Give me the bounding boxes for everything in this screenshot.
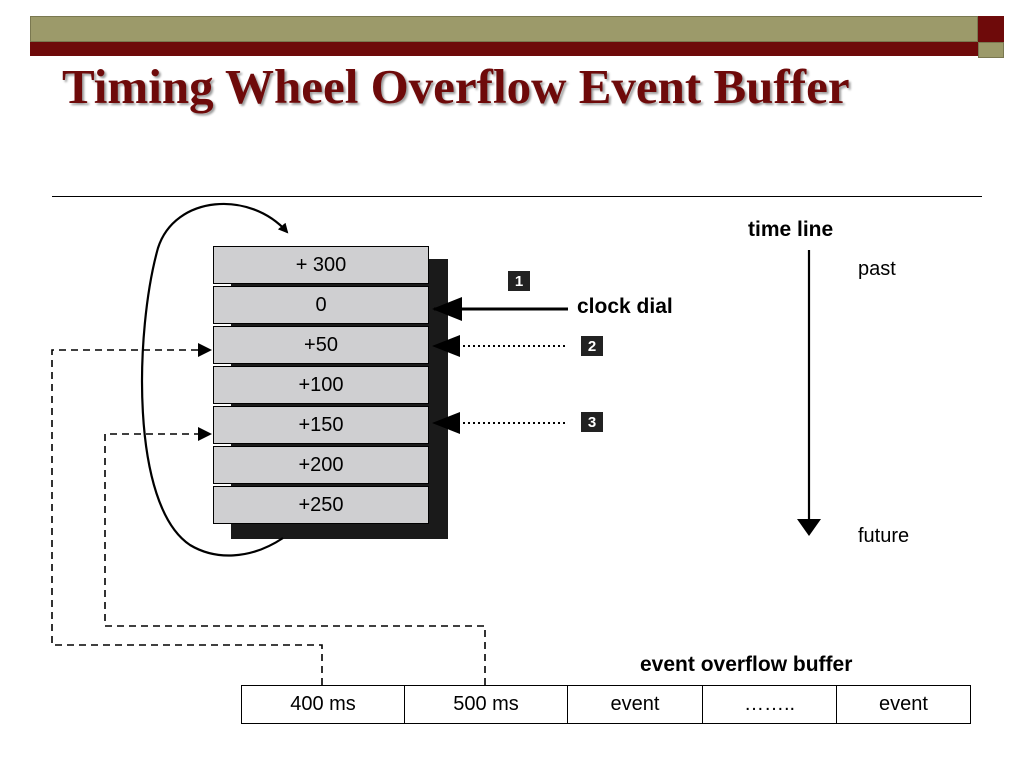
buffer-cell: event: [836, 685, 971, 724]
header-square-red: [978, 16, 1004, 42]
header-bar-olive: [30, 16, 978, 42]
buffer-cell: 500 ms: [404, 685, 568, 724]
dashed-link-400ms: [51, 349, 323, 685]
time-line-label: time line: [748, 218, 834, 241]
wrap-around-arrow: [140, 202, 289, 557]
wheel-slot: +50: [213, 326, 429, 364]
marker-badge-1: 1: [508, 271, 530, 291]
buffer-cell: ……..: [702, 685, 837, 724]
wheel-slot: +150: [213, 406, 429, 444]
buffer-cell: event: [567, 685, 703, 724]
marker-badge-2: 2: [581, 336, 603, 356]
header-bar-red: [30, 42, 978, 56]
wheel-slot: +250: [213, 486, 429, 524]
wheel-slot: + 300: [213, 246, 429, 284]
dashed-link-500ms: [104, 433, 486, 685]
future-label: future: [858, 525, 910, 547]
wheel-slot: 0: [213, 286, 429, 324]
marker-badge-3: 3: [581, 412, 603, 432]
slide-title: Timing Wheel Overflow Event Buffer: [62, 59, 850, 114]
wheel-slot: +200: [213, 446, 429, 484]
title-rule: [52, 196, 982, 197]
wheel-slot: +100: [213, 366, 429, 404]
past-label: past: [858, 258, 896, 280]
buffer-cell: 400 ms: [241, 685, 405, 724]
header-square-olive: [978, 42, 1004, 58]
clock-dial-label: clock dial: [577, 295, 673, 318]
buffer-title: event overflow buffer: [640, 653, 853, 676]
